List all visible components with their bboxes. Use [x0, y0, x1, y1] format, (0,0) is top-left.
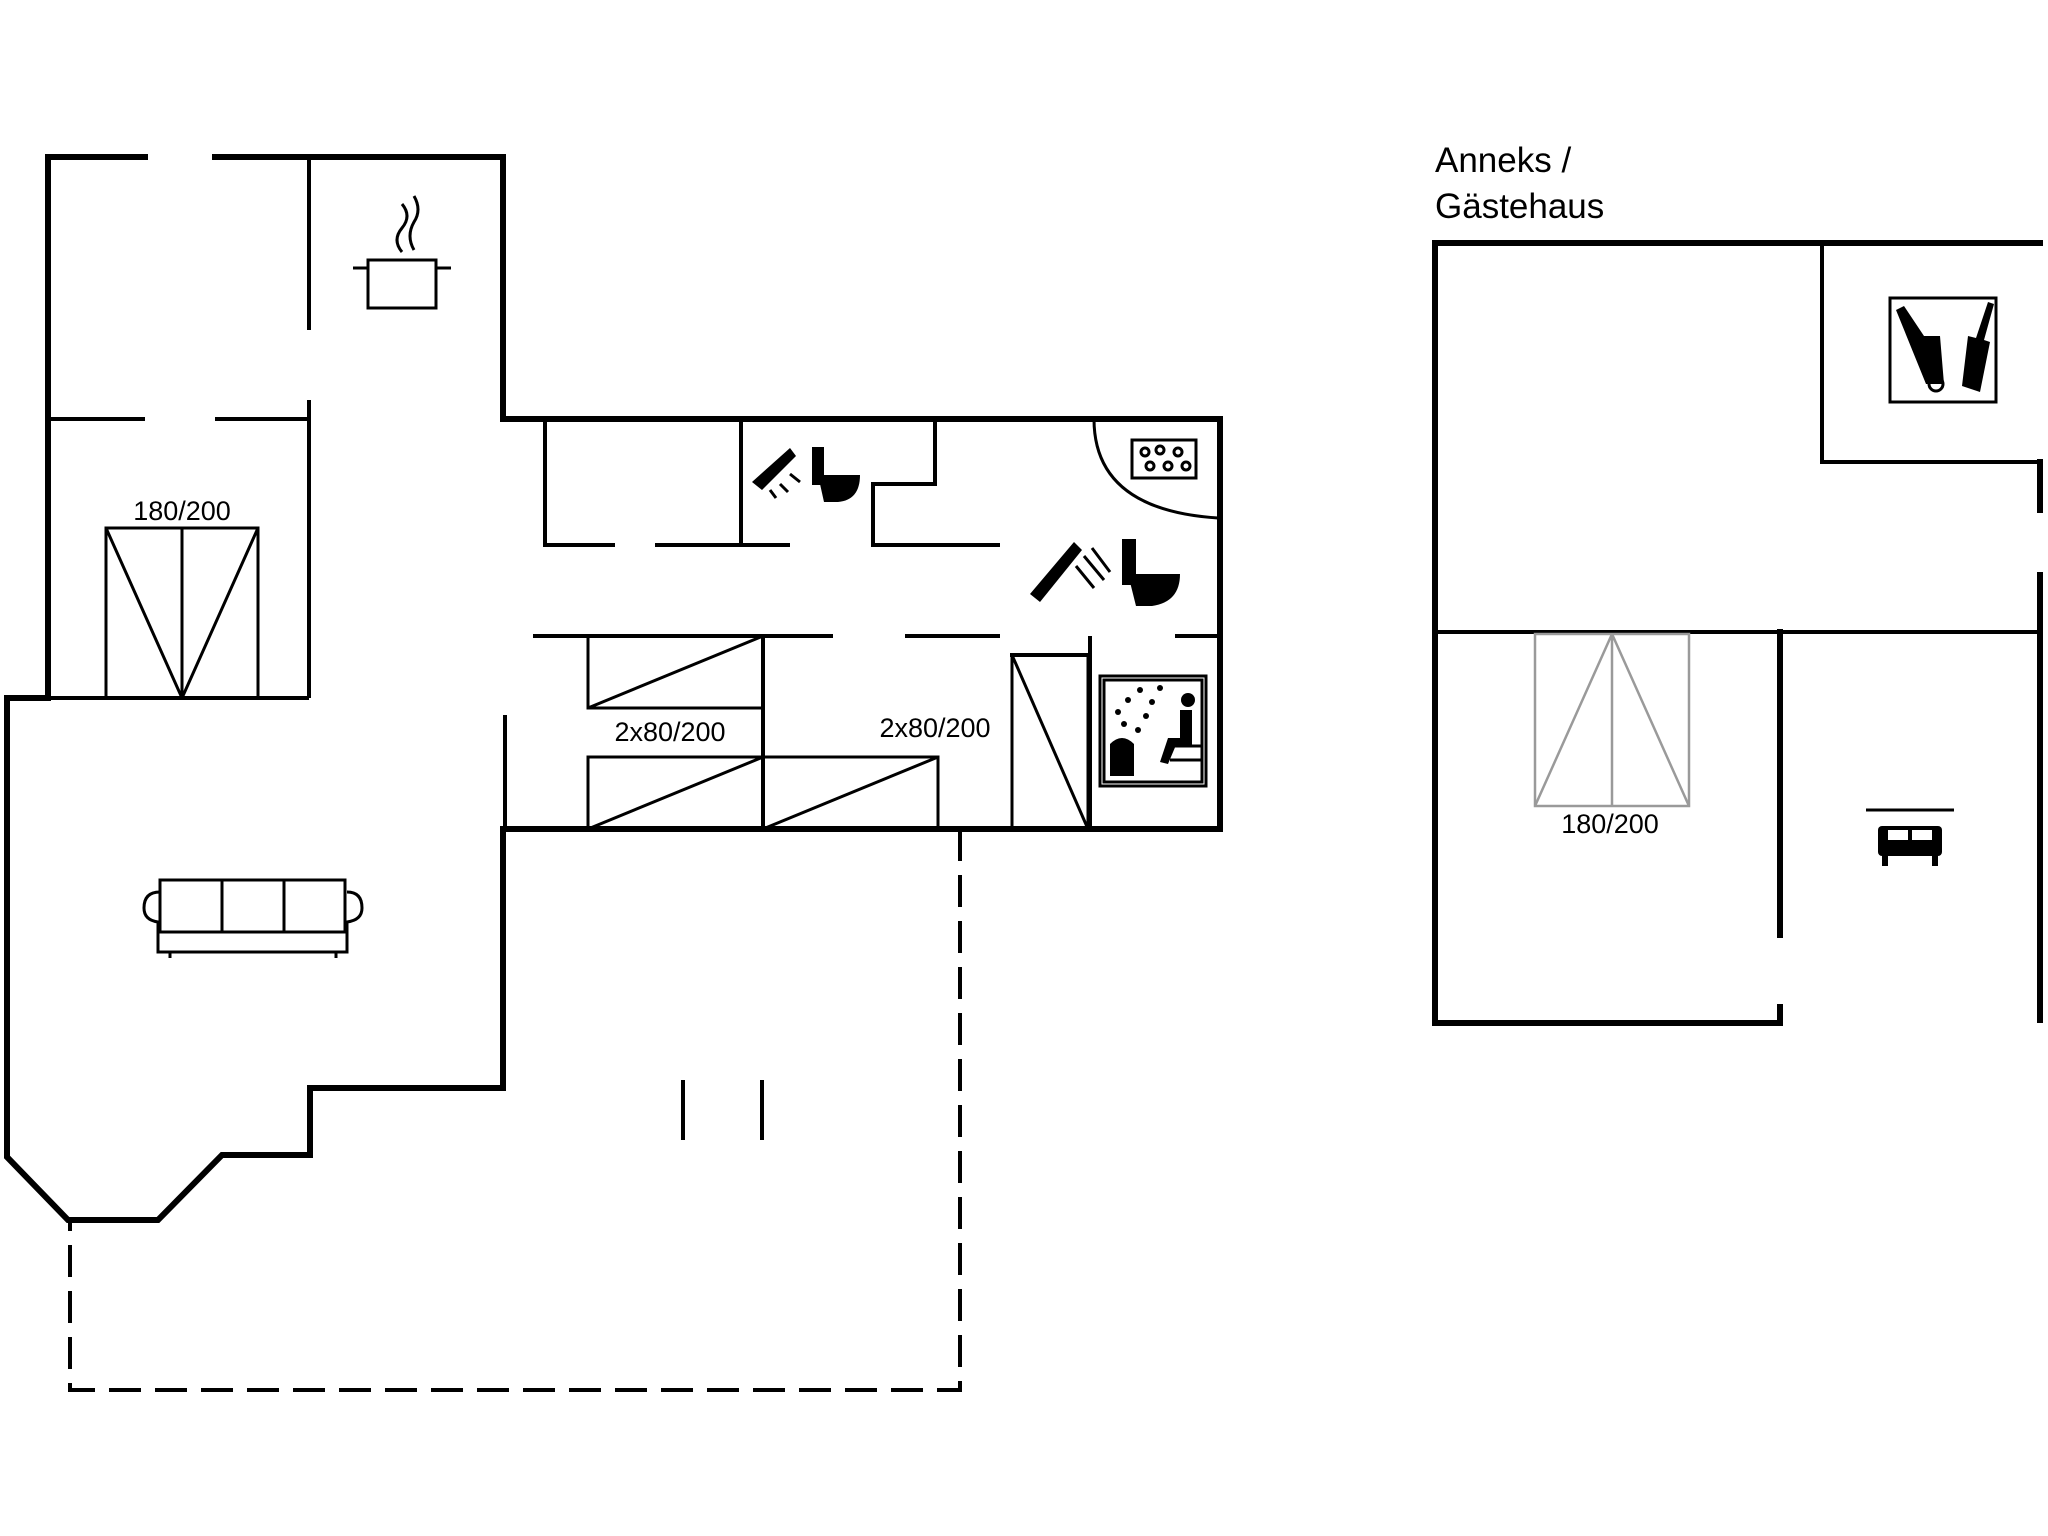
annex-title-line-2: Gästehaus: [1435, 187, 1604, 226]
toilet-icon: [1122, 539, 1180, 606]
main-house: [3, 154, 1223, 1223]
annex-building: [1432, 240, 2043, 1026]
bed-size-label-annex: 180/200: [1561, 809, 1659, 839]
terrace-outline: [68, 829, 962, 1392]
single-bed-vertical: [1010, 653, 1090, 831]
bed-size-label-main: 180/200: [133, 496, 231, 526]
main-house-outer-wall: [3, 154, 1223, 1223]
sauna-icon: [1098, 674, 1208, 788]
toilet-icon: [812, 447, 860, 502]
shower-icon: [752, 448, 801, 499]
cleaning-tools-icon: [1888, 296, 1998, 404]
bunk-size-label-left: 2x80/200: [614, 717, 725, 747]
cooking-pot-icon: [353, 195, 451, 310]
bunk-bed-bottom-right: [761, 755, 940, 831]
bunk-size-label-right: 2x80/200: [879, 713, 990, 743]
double-bed-main: [104, 526, 260, 700]
room-a-wall: [543, 419, 615, 547]
bed-icon: [1866, 808, 1954, 866]
annex-title-line-1: Anneks /: [1435, 141, 1571, 180]
whirlpool-icon: [1092, 418, 1219, 520]
annex-storage-wall: [1820, 243, 2040, 464]
shower-icon: [1030, 542, 1112, 602]
terrace: [68, 829, 962, 1392]
double-bed-annex: [1533, 632, 1691, 808]
bunk-bed-bottom-left: [586, 755, 765, 831]
toilet-wall-2: [871, 419, 1000, 547]
bunk-bed-top-left: [586, 634, 765, 710]
sofa-icon: [142, 878, 364, 958]
